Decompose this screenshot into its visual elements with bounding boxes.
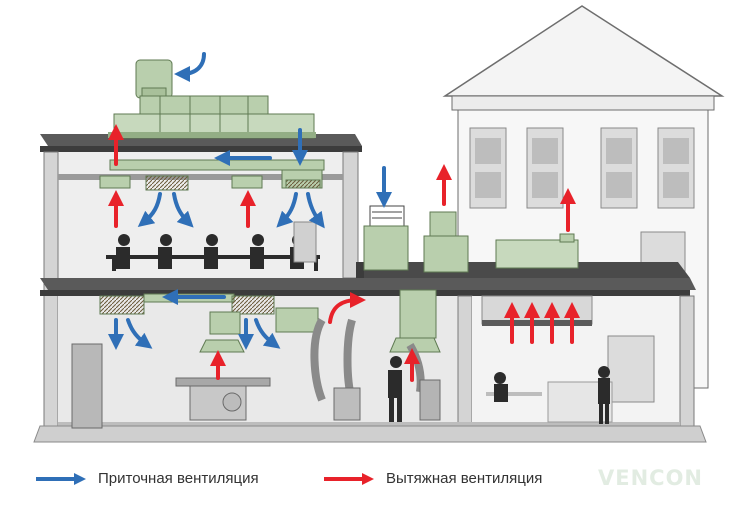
supply-airflow-arrows (108, 52, 392, 350)
kitchen-area (481, 295, 655, 424)
workshop-machines (71, 343, 441, 429)
legend-exhaust: Вытяжная вентиляция (322, 470, 542, 487)
brand-text: VENCON (598, 466, 704, 490)
workshop-worker (388, 356, 402, 422)
supply-arrow-icon (36, 472, 86, 485)
legend-exhaust-label: Вытяжная вентиляция (386, 470, 543, 487)
exhaust-arrow-icon (324, 472, 374, 485)
vencon-logo-icon: VENCON (598, 466, 703, 490)
legend-supply: Приточная вентиляция (34, 470, 259, 487)
rooftop-air-handling-unit (108, 59, 316, 139)
office-door (293, 221, 317, 263)
office-meeting (106, 234, 320, 271)
exhaust-airflow-arrows (108, 124, 580, 382)
legend-supply-label: Приточная вентиляция (98, 470, 259, 487)
rooftop-equipment (363, 205, 579, 273)
